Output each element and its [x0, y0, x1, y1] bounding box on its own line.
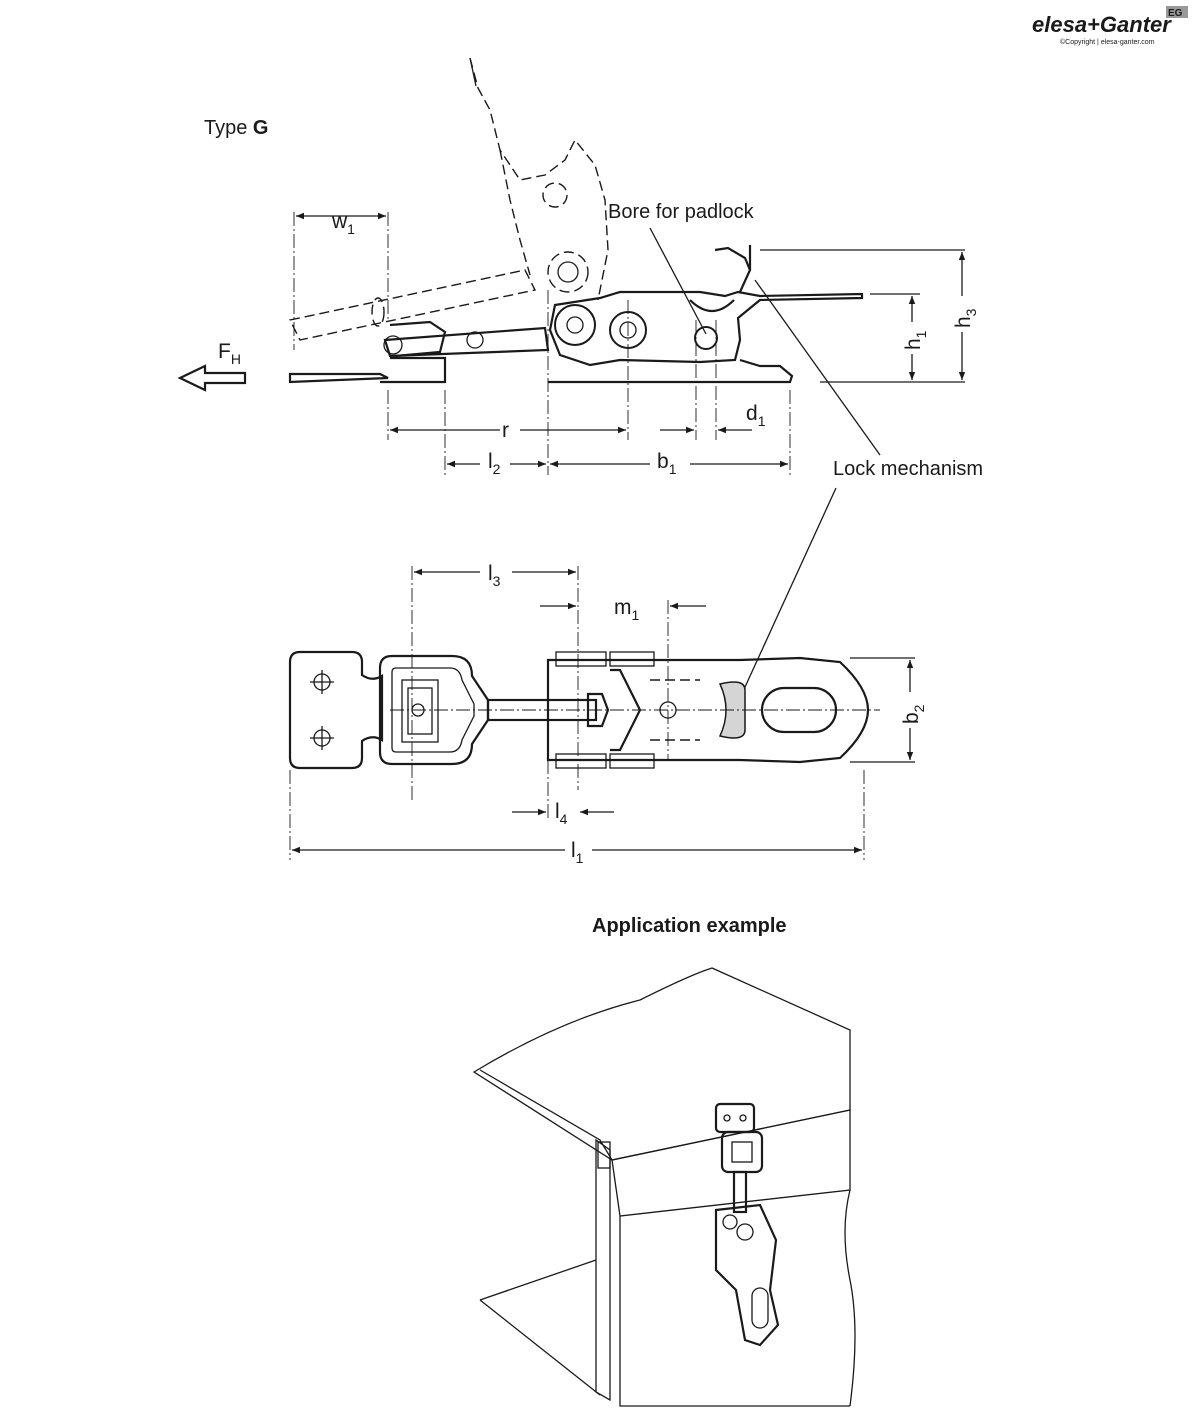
- dim-l1: l1: [571, 839, 584, 866]
- dim-l4: l4: [555, 800, 568, 827]
- copyright-text: ©Copyright | elesa-ganter.com: [1060, 38, 1155, 46]
- side-view: Type G: [177, 57, 983, 699]
- application-title: Application example: [592, 915, 787, 937]
- dim-b1: b1: [657, 450, 677, 477]
- dim-b2: b2: [900, 704, 927, 724]
- top-view: l3 m1 b2 l4 l1: [288, 562, 927, 866]
- dim-w1: w1: [331, 210, 355, 237]
- application-example: Application example: [472, 915, 856, 1407]
- brand-logo: elesa+Ganter EG ©Copyright | elesa-gante…: [1032, 6, 1188, 46]
- type-label: Type G: [204, 117, 268, 139]
- logo-badge: EG: [1168, 8, 1183, 19]
- dim-l3: l3: [488, 562, 501, 589]
- dim-h3: h3: [952, 308, 979, 328]
- dim-d1: d1: [746, 402, 766, 429]
- logo-text: elesa+Ganter: [1032, 12, 1172, 37]
- lock-label: Lock mechanism: [833, 458, 983, 480]
- bore-label: Bore for padlock: [608, 201, 755, 223]
- dim-r: r: [502, 419, 509, 442]
- force-label: FH: [218, 340, 241, 367]
- dim-m1: m1: [614, 596, 640, 623]
- dim-h1: h1: [902, 330, 929, 350]
- dim-l2: l2: [488, 450, 501, 477]
